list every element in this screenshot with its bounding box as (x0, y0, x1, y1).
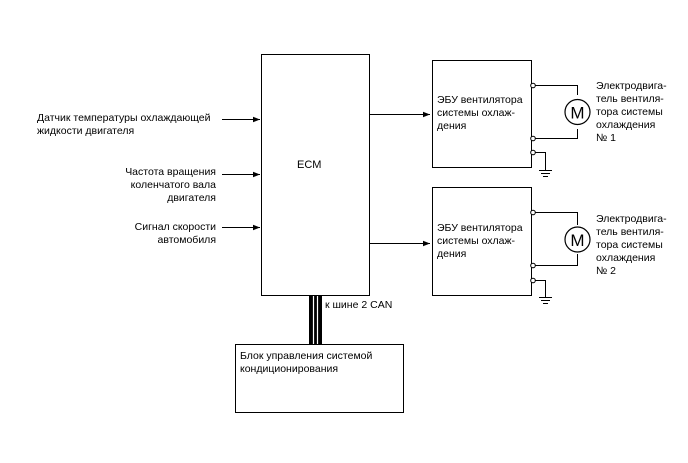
ecm-label: ECM (297, 159, 322, 171)
ac-control-unit-block (235, 344, 404, 413)
fan-ecu-label-line: ЭБУ вентилятора (437, 222, 523, 234)
input-label-crankshaft-speed: Частота вращения коленчатого вала двигат… (113, 166, 216, 205)
ecm-block (261, 54, 370, 296)
motor-1-label: Электродвига- тель вентиля- тора системы… (596, 80, 667, 145)
motor-label-line: охлаждения (596, 252, 656, 264)
input-label-line: Сигнал скорости (134, 221, 216, 233)
motor-label-line: Электродвига- (596, 213, 667, 225)
fan-ecu-label-line: дения (437, 120, 467, 132)
motor-label-line: тора системы (596, 106, 663, 118)
motor-label-line: охлаждения (596, 119, 656, 131)
can-bus-label: к шине 2 CAN (325, 299, 393, 311)
motor-circuit-1 (530, 82, 578, 177)
fan-ecu-label-line: дения (437, 248, 467, 260)
can-bus (309, 296, 322, 344)
fan-ecu-2-block (432, 187, 532, 296)
ac-control-unit-label: Блок управления системой кондиционирован… (240, 350, 372, 376)
fan-ecu-1-block (432, 60, 532, 168)
motor-circuit-2 (530, 209, 578, 304)
motor-label-line: № 1 (596, 132, 617, 144)
input-label-line: автомобиля (157, 234, 216, 246)
input-label-line: Частота вращения (125, 166, 216, 178)
ac-unit-label-line: Блок управления системой (240, 350, 373, 362)
fan-ecu-2-label: ЭБУ вентилятора системы охлаж- дения (437, 222, 523, 261)
input-label-vehicle-speed: Сигнал скорости автомобиля (113, 221, 216, 247)
motor-1-symbol (564, 98, 591, 126)
fan-ecu-label-line: системы охлаж- (437, 107, 516, 119)
input-label-coolant-temp: Датчик температуры охлаждающей жидкости … (37, 112, 211, 138)
motor-label-line: тель вентиля- (596, 226, 664, 238)
fan-ecu-label-line: системы охлаж- (437, 235, 516, 247)
motor-label-line: тора системы (596, 239, 663, 251)
motor-2-label: Электродвига- тель вентиля- тора системы… (596, 213, 667, 278)
input-label-line: жидкости двигателя (37, 125, 135, 137)
motor-1-letter: M (570, 104, 584, 123)
motor-label-line: № 2 (596, 265, 617, 277)
motor-label-line: Электродвига- (596, 80, 667, 92)
input-label-line: двигателя (167, 192, 216, 204)
input-label-line: коленчатого вала (130, 179, 216, 191)
ac-unit-label-line: кондиционирования (240, 363, 339, 375)
fan-ecu-label-line: ЭБУ вентилятора (437, 94, 523, 106)
fan-ecu-1-label: ЭБУ вентилятора системы охлаж- дения (437, 94, 523, 133)
motor-label-line: тель вентиля- (596, 93, 664, 105)
input-label-line: Датчик температуры охлаждающей (37, 112, 211, 124)
motor-2-letter: M (570, 231, 584, 250)
motor-2-symbol (564, 226, 591, 253)
